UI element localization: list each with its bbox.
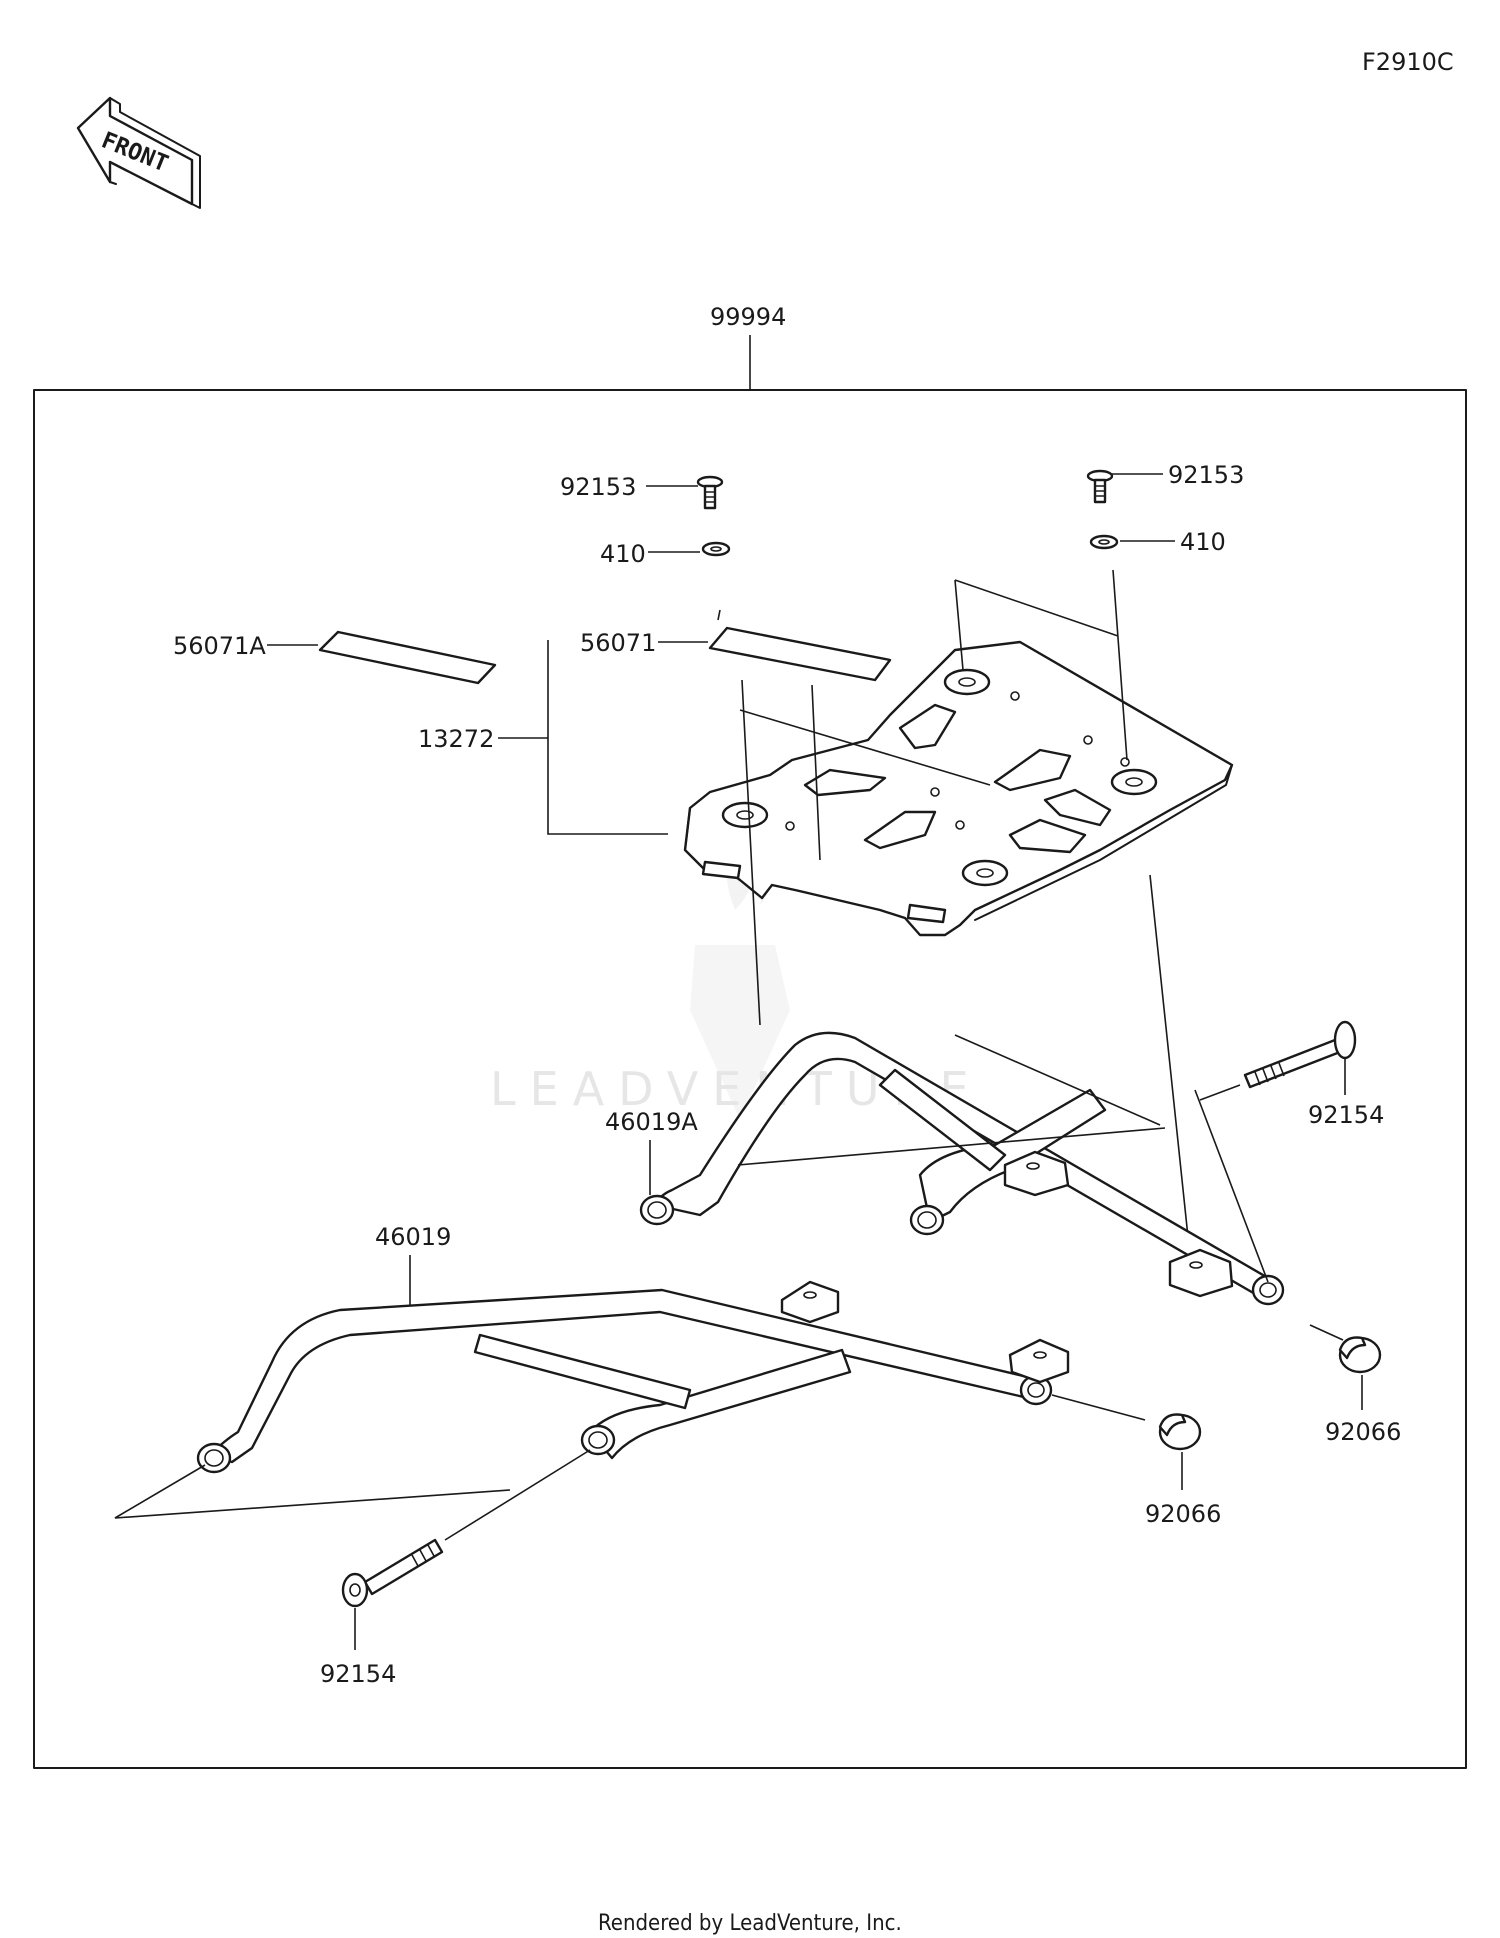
cap-92066-right-icon: [1338, 1336, 1382, 1374]
bracket-46019: [196, 1280, 1070, 1474]
bolt-92153-right-icon: [1086, 469, 1114, 504]
callout-92153-right: 92153: [1168, 461, 1244, 489]
callout-56071A: 56071A: [173, 632, 266, 660]
callout-410-right: 410: [1180, 528, 1226, 556]
callout-46019A: 46019A: [605, 1108, 698, 1136]
callout-92066-right: 92066: [1325, 1418, 1401, 1446]
label-56071-icon: [708, 626, 892, 682]
callout-92066-left: 92066: [1145, 1500, 1221, 1528]
callout-46019: 46019: [375, 1223, 451, 1251]
callout-410-left: 410: [600, 540, 646, 568]
bolt-92154-left-icon: [341, 1538, 444, 1608]
bracket-46019A: [639, 1031, 1285, 1306]
washer-410-right-icon: [1089, 534, 1119, 550]
diagram-code: F2910C: [1362, 48, 1454, 76]
callout-99994: 99994: [710, 303, 786, 331]
cap-92066-left-icon: [1158, 1413, 1202, 1451]
bolt-92154-right-icon: [1243, 1020, 1357, 1089]
bolt-92153-left-icon: [696, 475, 724, 510]
front-arrow-icon: FRONT: [76, 96, 201, 209]
carrier-plate-13272: [683, 640, 1234, 937]
callout-92154-right: 92154: [1308, 1101, 1384, 1129]
callout-13272: 13272: [418, 725, 494, 753]
washer-410-left-icon: [701, 541, 731, 557]
callout-92154-left: 92154: [320, 1660, 396, 1688]
footer-credit: Rendered by LeadVenture, Inc.: [598, 1911, 902, 1936]
callout-92153-left: 92153: [560, 473, 636, 501]
callout-56071: 56071: [580, 629, 656, 657]
label-56071A-icon: [318, 630, 497, 685]
